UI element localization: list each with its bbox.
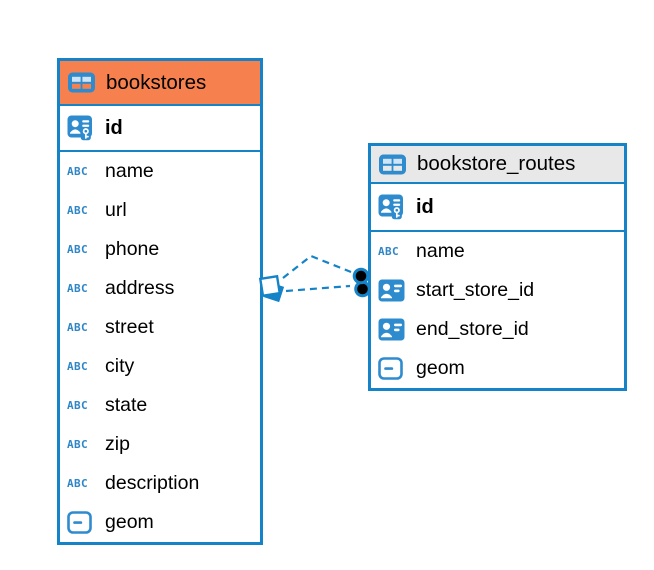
table-header[interactable]: bookstores [60,61,260,106]
column-label: phone [105,238,160,260]
primary-key-icon [67,115,97,141]
geometry-icon [67,511,97,534]
table-title: bookstores [106,70,207,94]
text-abc-icon: ABC [67,477,89,490]
column-row[interactable]: ABC state [60,386,260,425]
table-icon [378,152,408,177]
column-label: description [105,472,200,494]
text-abc-icon: ABC [67,399,89,412]
column-row[interactable]: geom [371,349,624,388]
geometry-icon [378,357,408,380]
table-bookstore-routes[interactable]: bookstore_routes id ABC name start_store_… [368,143,627,391]
reference-id-icon [378,318,408,341]
column-row[interactable]: ABC city [60,347,260,386]
table-columns: ABC name start_store_id end_store_id geom [371,232,624,388]
relation-line [282,254,352,279]
column-label: end_store_id [416,318,529,340]
column-label: name [105,160,154,182]
table-header[interactable]: bookstore_routes [371,146,624,184]
column-label: geom [416,357,465,379]
table-title: bookstore_routes [417,152,576,175]
column-label: id [416,195,434,218]
relation-line [285,284,351,293]
column-label: street [105,316,154,338]
column-label: address [105,277,175,299]
column-row[interactable]: ABC zip [60,425,260,464]
column-label: city [105,355,135,377]
column-label: id [105,116,123,139]
column-label: name [416,240,465,262]
reference-id-icon [378,279,408,302]
text-abc-icon: ABC [378,245,400,258]
column-row[interactable]: ABC phone [60,230,260,269]
column-row[interactable]: ABC address [60,269,260,308]
primary-key-icon [378,194,408,220]
text-abc-icon: ABC [67,165,89,178]
column-label: url [105,199,127,221]
column-row[interactable]: start_store_id [371,271,624,310]
column-row[interactable]: geom [60,503,260,542]
text-abc-icon: ABC [67,282,89,295]
column-row[interactable]: ABC url [60,191,260,230]
column-label: geom [105,511,154,533]
column-label: start_store_id [416,279,535,301]
column-label: zip [105,433,130,455]
column-label: state [105,394,148,416]
column-row[interactable]: ABC description [60,464,260,503]
text-abc-icon: ABC [67,360,89,373]
text-abc-icon: ABC [67,204,89,217]
text-abc-icon: ABC [67,438,89,451]
text-abc-icon: ABC [67,321,89,334]
column-row[interactable]: ABC name [60,152,260,191]
column-row-primary-key[interactable]: id [371,184,624,232]
column-row[interactable]: ABC street [60,308,260,347]
text-abc-icon: ABC [67,243,89,256]
column-row[interactable]: end_store_id [371,310,624,349]
diamond-marker [258,274,285,303]
table-icon [67,70,97,95]
column-row-primary-key[interactable]: id [60,106,260,152]
column-row[interactable]: ABC name [371,232,624,271]
